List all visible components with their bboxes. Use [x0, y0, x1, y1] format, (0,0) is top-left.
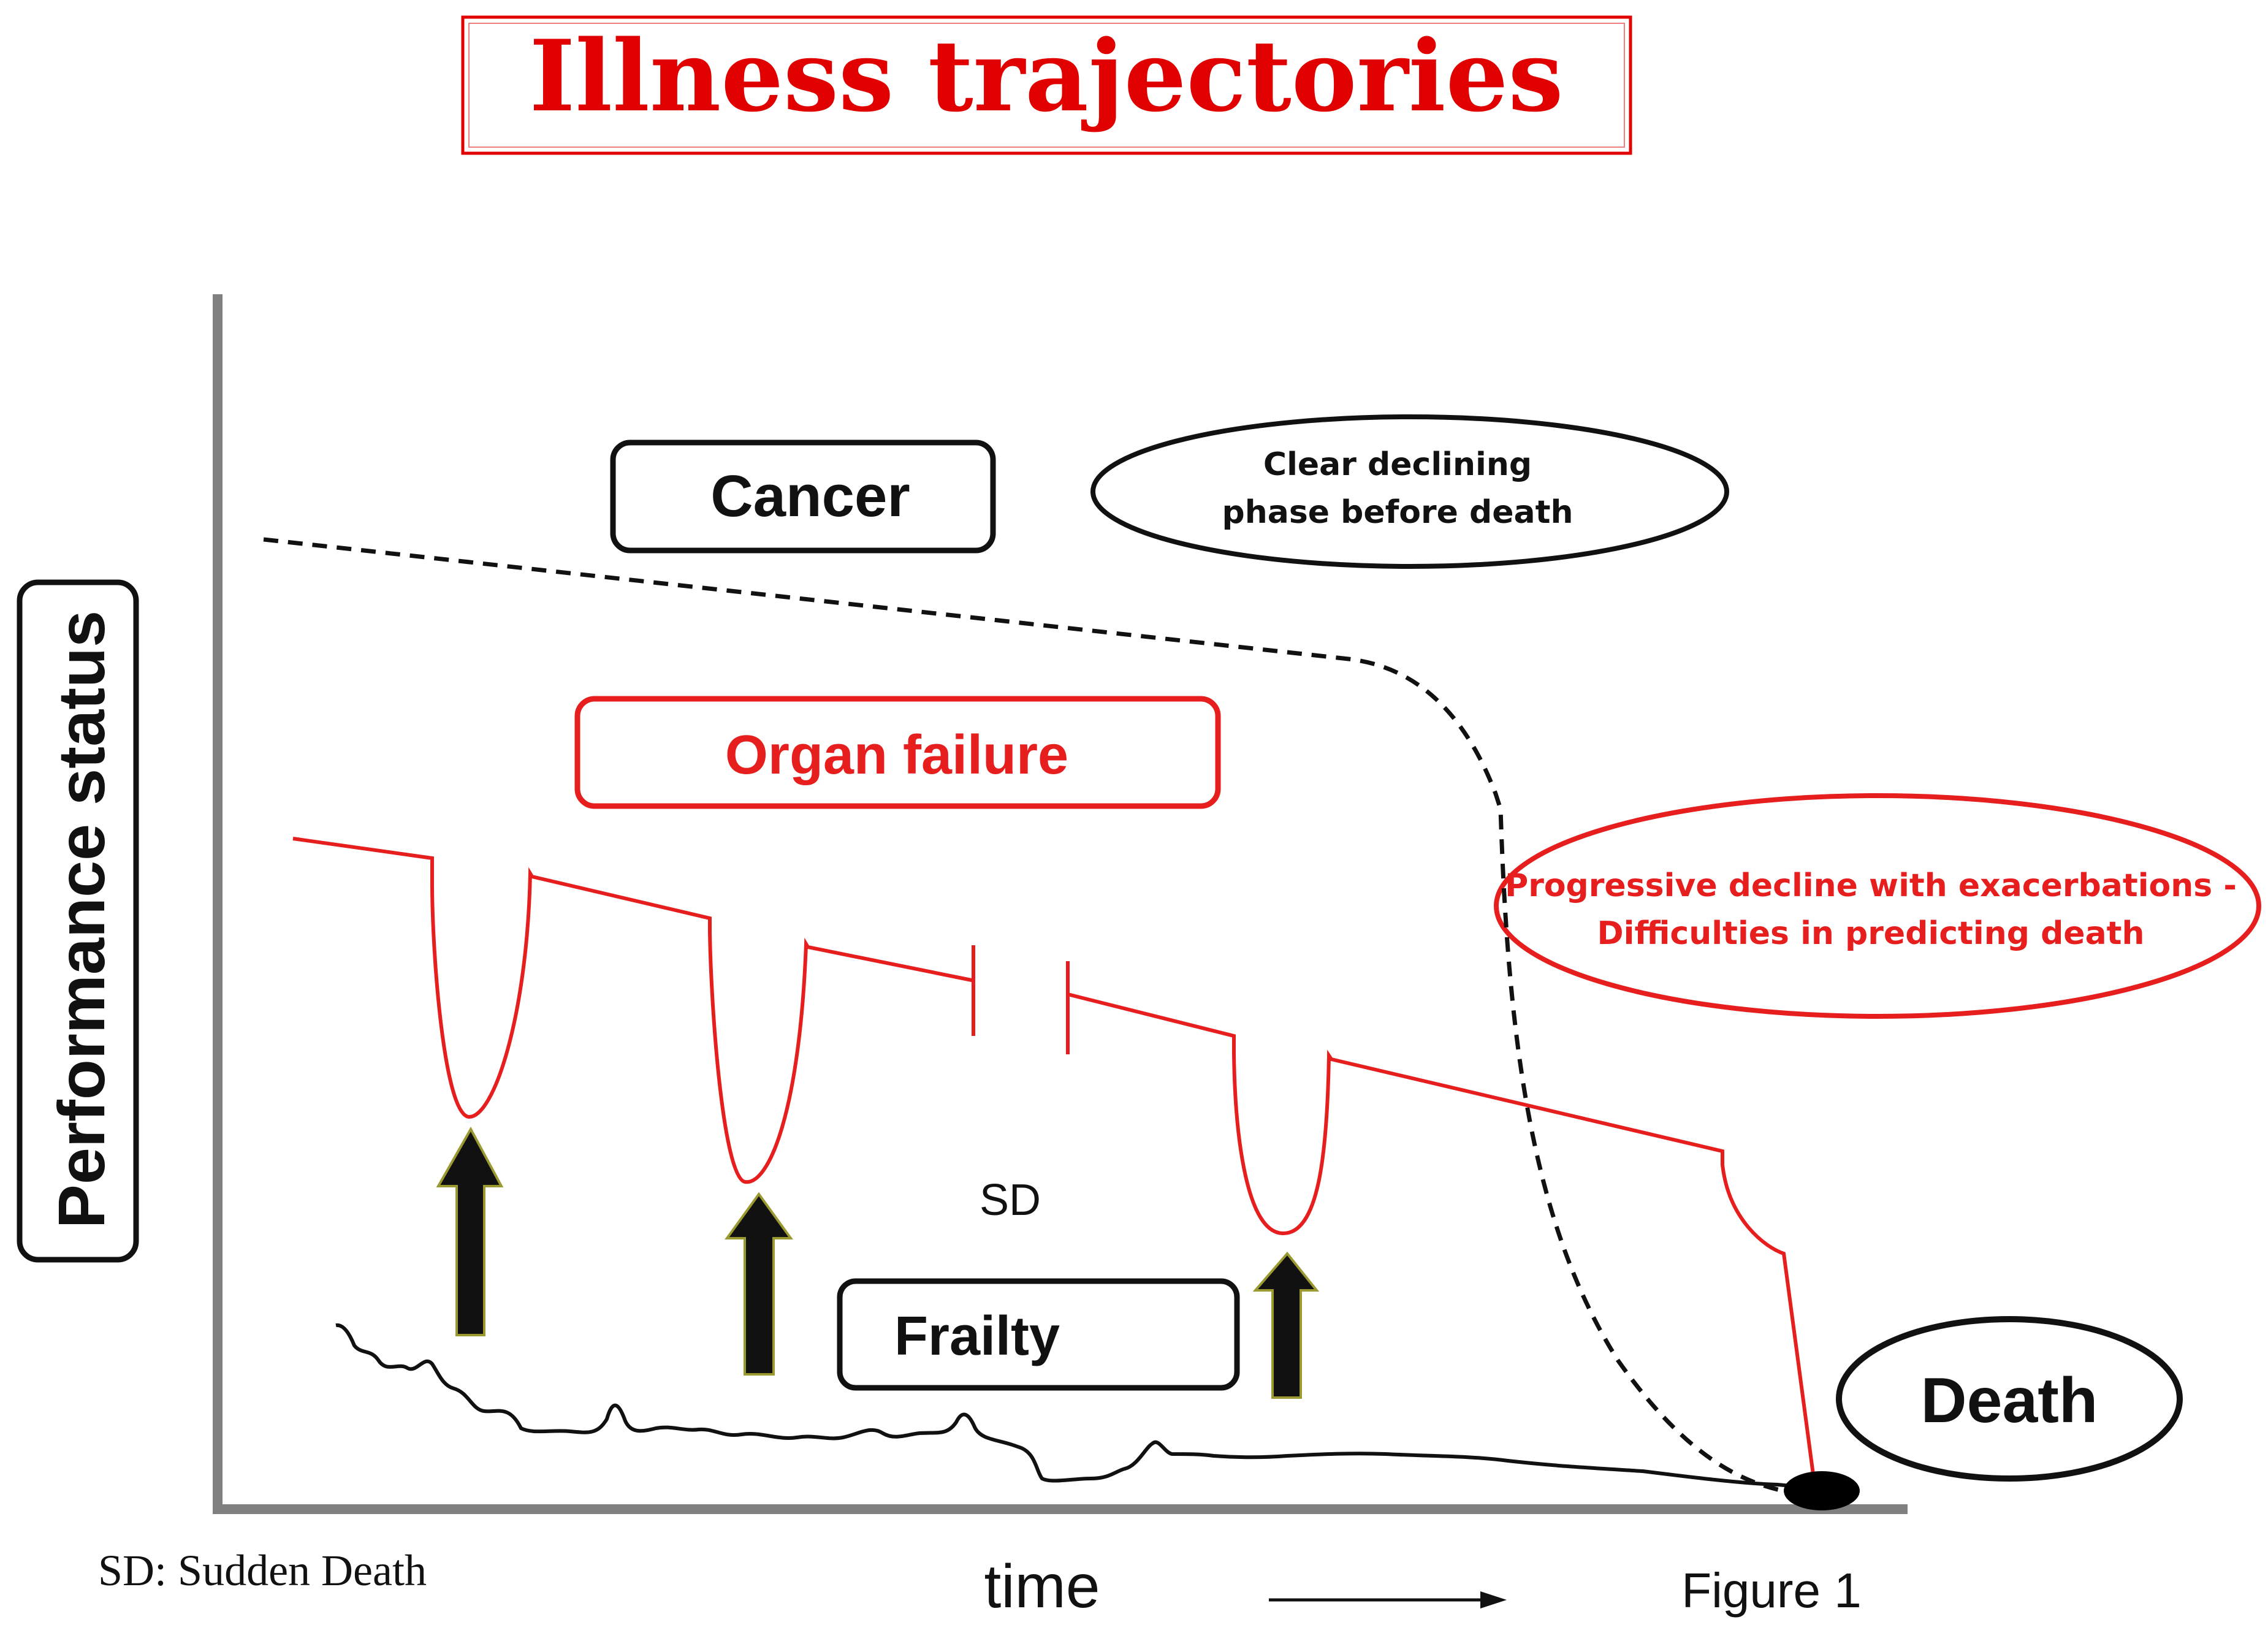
organ-failure-note-line1: Progressive decline with exacerbations - — [1505, 867, 2237, 904]
title: Illness trajectories — [530, 18, 1564, 134]
organ-failure-note: Progressive decline with exacerbations -… — [1494, 793, 2261, 1019]
frailty-label-box: Frailty — [837, 1278, 1240, 1391]
footnote: SD: Sudden Death — [98, 1546, 427, 1595]
axes — [213, 294, 1908, 1514]
filled-ellipse-icon — [1784, 1471, 1860, 1510]
y-axis-label-box: Performance status — [17, 579, 139, 1263]
organ-failure-label-box: Organ failure — [574, 696, 1221, 809]
up-arrow-icon — [725, 1192, 793, 1376]
frailty-trajectory — [335, 1323, 1825, 1496]
cancer-note: Clear declining phase before death — [1090, 414, 1729, 569]
x-axis-label: time — [984, 1552, 1100, 1621]
figure-label: Figure 1 — [1681, 1563, 1861, 1618]
organ-failure-note-line2: Difficulties in predicting death — [1597, 915, 2144, 952]
cancer-note-line1: Clear declining — [1263, 446, 1532, 483]
organ-failure-label: Organ failure — [725, 725, 1068, 786]
title-box: Illness trajectories — [461, 15, 1632, 155]
cancer-note-line2: phase before death — [1222, 494, 1574, 531]
death-label: Death — [1836, 1316, 2183, 1482]
sd-label: SD — [980, 1176, 1041, 1225]
death-text: Death — [1921, 1365, 2098, 1436]
frailty-label: Frailty — [894, 1306, 1060, 1367]
cancer-trajectory — [263, 537, 1809, 1497]
time-arrow — [1269, 1591, 1507, 1608]
organ-failure-trajectory — [292, 837, 1816, 1484]
cancer-label: Cancer — [710, 463, 910, 529]
up-arrow-icon — [1252, 1251, 1320, 1399]
y-axis-label: Performance status — [44, 611, 118, 1228]
up-arrow-icon — [436, 1126, 504, 1336]
cancer-label-box: Cancer — [610, 440, 996, 554]
